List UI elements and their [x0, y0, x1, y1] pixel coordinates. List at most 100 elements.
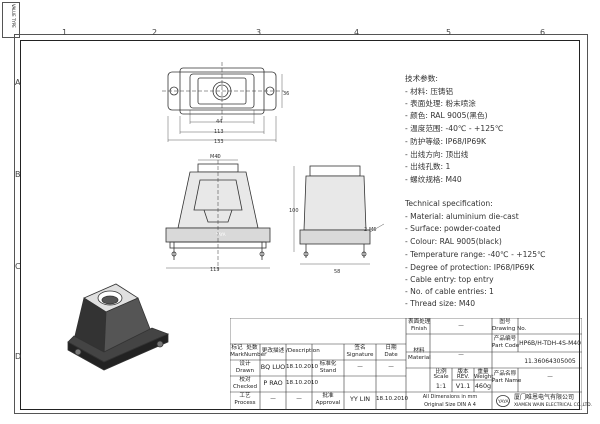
- spec-en-line: - Thread size: M40: [405, 299, 476, 308]
- zone-top-5: 5: [446, 28, 452, 37]
- side-strip: [2, 2, 20, 38]
- dim-113-top: 113: [214, 129, 224, 135]
- tb-stand-en: Stand: [319, 368, 337, 374]
- tb-drawing-value: HP6B/H-TDH-4S-M40: [519, 340, 581, 347]
- spec-cn-line: - 表面处理: 粉末喷涂: [405, 99, 476, 108]
- tb-date-en: Date: [384, 352, 398, 358]
- spec-cn-line: - 材料: 压铸铝: [405, 87, 454, 96]
- drawing-frame: [14, 34, 588, 414]
- tb-scale-cn: 比例: [435, 369, 447, 375]
- side-strip-label: VALUE TYPE: [11, 4, 16, 28]
- dim-133: 133: [214, 139, 224, 145]
- tb-rev-cn: 版本: [457, 369, 469, 375]
- tb-process-cn: 工艺: [239, 393, 251, 399]
- tb-checked-date: 18.10.2010: [286, 380, 319, 386]
- tb-mark-en: Mark: [230, 352, 244, 358]
- tb-weight-en: Weight: [474, 374, 494, 380]
- front-view-drawing: YAYA: [165, 154, 271, 270]
- tb-stand-cn: 标准化: [319, 361, 337, 367]
- tb-company-cn: 厦门唯恩电气有限公司: [514, 394, 575, 401]
- tb-note-line2: Original Size DIN A 4: [424, 402, 476, 408]
- tb-drawn-en: Drawn: [235, 368, 255, 374]
- tb-weight-value: 460g: [474, 382, 492, 390]
- dim-m40: M40: [210, 154, 221, 160]
- tb-checked-name: P RAO: [263, 379, 283, 387]
- tb-part-en: Part Code: [492, 343, 520, 349]
- tb-drawing-en: Drawing No.: [492, 326, 527, 332]
- tb-name-cn: 产品名称: [493, 371, 517, 377]
- tb-finish-cn: 表面处理: [408, 319, 431, 325]
- spec-en-line: - Surface: powder-coated: [405, 224, 501, 233]
- tb-stand-value: —: [357, 364, 363, 370]
- spec-cn-line: - 温度范围: -40℃ - +125℃: [405, 124, 504, 133]
- tb-name-en: Part Name: [492, 378, 522, 384]
- tb-desc-cn: 更改描述: [261, 348, 285, 354]
- zone-top-6: 6: [540, 28, 546, 37]
- zone-left-a: A: [15, 78, 21, 87]
- tb-stand-date: —: [388, 364, 394, 370]
- spec-en-title: Technical specification:: [405, 199, 493, 208]
- tb-approval-en: Approval: [315, 400, 341, 406]
- tb-number-cn: 处数: [246, 345, 258, 351]
- title-block: 表面处理 Finish — 图号 Drawing No. 产品编号 Part C…: [230, 318, 593, 410]
- company-logo-text: YAYA: [497, 399, 510, 405]
- spec-cn-line: - 颜色: RAL 9005(黑色): [405, 111, 488, 120]
- top-view-drawing: [162, 62, 284, 142]
- tb-note-line1: All Dimensions in mm: [422, 394, 478, 400]
- tb-approval-name: YY LIN: [349, 395, 371, 403]
- dim-100: 100: [289, 208, 299, 214]
- tb-scale-value: 1:1: [435, 382, 447, 390]
- tb-approval-cn: 批准: [322, 393, 334, 399]
- zone-left-b: B: [15, 170, 21, 179]
- zone-left-d: D: [15, 352, 22, 361]
- tb-number-en: Number: [244, 352, 267, 358]
- tb-finish-value: —: [458, 323, 464, 329]
- tb-date-cn: 日期: [385, 345, 397, 351]
- company-logo: YAYA: [496, 395, 510, 407]
- tb-checked-cn: 校对: [239, 377, 251, 383]
- tb-scale-en: Scale: [433, 374, 449, 380]
- zone-left-c: C: [15, 262, 21, 271]
- spec-cn-line: - 出线方向: 顶出线: [405, 150, 469, 159]
- spec-cn-title: 技术参数:: [405, 74, 438, 83]
- tb-drawn-date: 18.10.2010: [286, 364, 319, 370]
- side-view-drawing: [293, 165, 385, 265]
- tb-material-value: —: [458, 352, 464, 358]
- spec-cn-line: - 防护等级: IP68/IP69K: [405, 137, 487, 146]
- drawing-border: [20, 40, 580, 410]
- tb-finish-en: Finish: [411, 326, 427, 332]
- tb-mark-cn: 标记: [231, 345, 243, 351]
- tb-material-en: Material: [408, 355, 431, 361]
- spec-en-line: - Cable entry: top entry: [405, 275, 494, 284]
- dim-m6: 2-M6: [364, 227, 377, 233]
- dim-36: 36: [283, 91, 290, 97]
- tb-approval-date: 18.10.2010: [376, 396, 409, 402]
- tb-part-value: 11.36064305005: [524, 358, 576, 365]
- front-logo: YAYA: [215, 232, 226, 237]
- tb-process-name: —: [270, 396, 276, 402]
- zone-top-3: 3: [256, 28, 262, 37]
- tb-rev-value: V1.1: [455, 382, 471, 390]
- dim-113-front: 113: [210, 267, 220, 273]
- zone-top-4: 4: [354, 28, 360, 37]
- spec-cn-line: - 出线孔数: 1: [405, 162, 451, 171]
- tb-sig-cn: 签名: [354, 345, 366, 351]
- tb-name-value: —: [547, 374, 553, 380]
- zone-top-2: 2: [152, 28, 158, 37]
- dim-58: 58: [334, 269, 341, 275]
- spec-cn-line: - 螺纹规格: M40: [405, 175, 462, 184]
- tb-weight-cn: 重量: [477, 369, 489, 375]
- tb-process-date: —: [296, 396, 302, 402]
- tb-drawing-cn: 图号: [499, 319, 511, 325]
- tb-rev-en: REV.: [456, 374, 470, 380]
- zone-top-1: 1: [62, 28, 68, 37]
- isometric-view-drawing: [67, 283, 170, 371]
- tb-checked-en: Checked: [233, 384, 257, 390]
- tb-material-cn: 材料: [413, 348, 425, 354]
- spec-en-line: - Degree of protection: IP68/IP69K: [405, 263, 535, 272]
- spec-en-line: - Temperature range: -40℃ - +125℃: [405, 250, 546, 259]
- tb-drawn-cn: 设计: [239, 361, 251, 367]
- title-block-grid: [230, 318, 582, 410]
- tb-company-en: XIAMEN WAIN ELECTRICAL CO.,LTD.: [514, 403, 593, 408]
- spec-en-line: - Material: aluminium die-cast: [405, 212, 519, 221]
